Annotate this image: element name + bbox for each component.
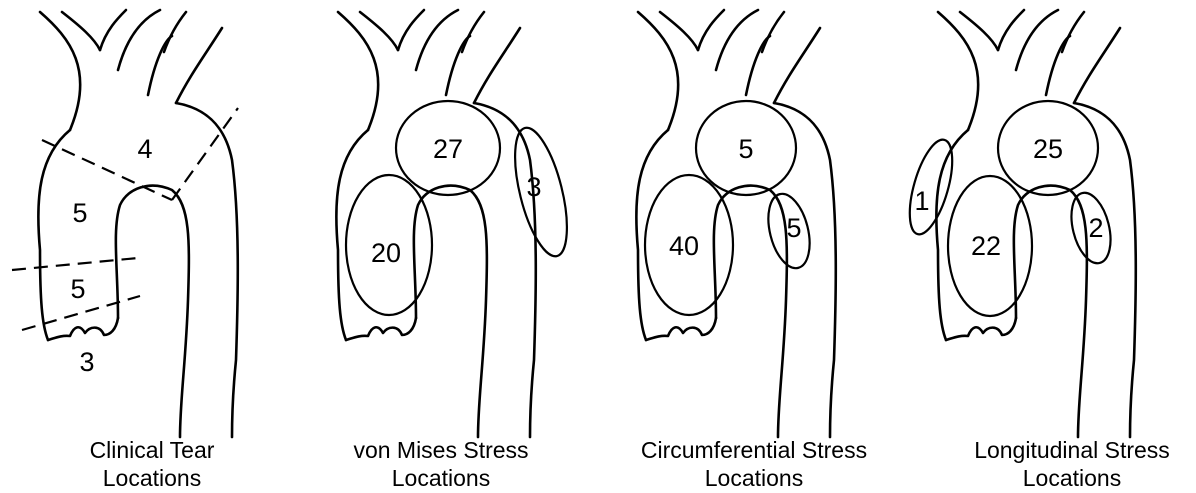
panel-longitudinal: 25 22 2 1 Longitudinal Stress Locations (901, 10, 1170, 491)
aorta-outline (38, 10, 237, 437)
panel-caption: Locations (1023, 465, 1121, 491)
panel-von-mises: 27 20 3 von Mises Stress Locations (336, 10, 577, 491)
tear-zone-boundary (172, 108, 238, 200)
panel-circumferential: 5 40 5 Circumferential Stress Locations (636, 10, 867, 491)
panel-caption: von Mises Stress (353, 437, 528, 463)
stress-count-ascending: 20 (371, 238, 401, 268)
tear-count-upper-ascending: 5 (72, 198, 87, 228)
stress-count-ascending: 22 (971, 231, 1001, 261)
panel-clinical-tear: 4 5 5 3 Clinical Tear Locations (12, 10, 238, 491)
stress-region-proximal (901, 135, 961, 239)
stress-count-descending: 5 (786, 213, 801, 243)
aorta-outline (936, 10, 1135, 437)
panel-caption: Circumferential Stress (641, 437, 867, 463)
stress-count-ascending: 40 (669, 231, 699, 261)
stress-count-descending: 2 (1088, 213, 1103, 243)
tear-count-lower-ascending: 5 (70, 274, 85, 304)
panel-caption: Locations (103, 465, 201, 491)
panel-caption: Longitudinal Stress (974, 437, 1170, 463)
tear-zone-boundary (12, 258, 138, 270)
tear-count-root: 3 (79, 347, 94, 377)
stress-count-arch: 27 (433, 134, 463, 164)
panel-caption: Locations (392, 465, 490, 491)
aorta-outline (336, 10, 535, 437)
panel-caption: Locations (705, 465, 803, 491)
stress-count-proximal: 1 (914, 186, 929, 216)
stress-count-descending: 3 (526, 172, 541, 202)
stress-count-arch: 25 (1033, 134, 1063, 164)
tear-count-arch: 4 (137, 134, 152, 164)
stress-count-arch: 5 (738, 134, 753, 164)
panel-caption: Clinical Tear (90, 437, 215, 463)
